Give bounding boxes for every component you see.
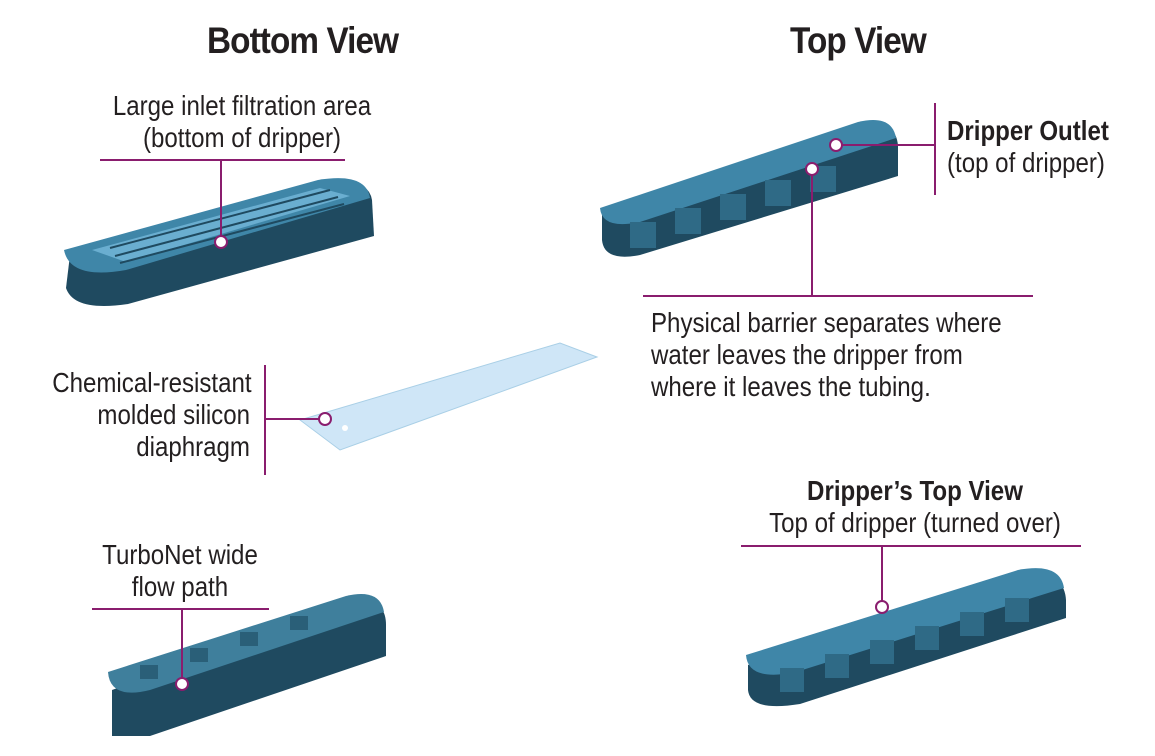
top-view-detail-underline — [741, 545, 1081, 547]
inlet-callout-line2: (bottom of dripper) — [142, 122, 342, 153]
barrier-callout: Physical barrier separates where water l… — [651, 307, 1002, 403]
flow-path-dripper — [108, 594, 386, 736]
outlet-vertical-bar — [934, 103, 936, 195]
silicon-diaphragm — [298, 342, 599, 451]
flow-path-callout: TurboNet wide flow path — [98, 539, 261, 603]
diaphragm-callout: Chemical-resistant molded silicon diaphr… — [52, 367, 252, 463]
outlet-callout-subtitle: (top of dripper) — [947, 147, 1105, 178]
flow-path-callout-line1: TurboNet wide — [102, 539, 258, 570]
bottom-view-heading: Bottom View — [207, 20, 399, 61]
diaphragm-vertical-bar — [264, 365, 266, 475]
diaphragm-leader — [265, 418, 320, 420]
inlet-underline — [100, 159, 345, 161]
flow-path-callout-line2: flow path — [131, 571, 229, 602]
inlet-marker — [214, 235, 228, 249]
inlet-callout: Large inlet filtration area (bottom of d… — [98, 90, 385, 154]
diaphragm-callout-line2: molded silicon — [97, 399, 250, 430]
inlet-leader — [220, 160, 222, 238]
top-view-heading: Top View — [790, 20, 927, 61]
diaphragm-callout-line3: diaphragm — [136, 431, 250, 462]
flow-path-marker — [175, 677, 189, 691]
inlet-callout-line1: Large inlet filtration area — [112, 90, 372, 121]
barrier-callout-line3: where it leaves the tubing. — [651, 371, 931, 402]
barrier-callout-line2: water leaves the dripper from — [651, 339, 963, 370]
outlet-callout-title: Dripper Outlet — [947, 115, 1109, 146]
flow-path-underline — [92, 608, 269, 610]
barrier-underline — [643, 295, 1033, 297]
top-view-detail-marker — [875, 600, 889, 614]
diaphragm-marker — [318, 412, 332, 426]
top-view-detail-callout: Dripper’s Top View Top of dripper (turne… — [760, 475, 1070, 539]
barrier-leader — [811, 175, 813, 297]
outlet-marker — [829, 138, 843, 152]
top-view-dripper — [600, 120, 898, 257]
barrier-callout-line1: Physical barrier separates where — [651, 307, 1002, 338]
diaphragm-callout-line1: Chemical-resistant — [52, 367, 252, 398]
turned-over-dripper — [746, 568, 1066, 707]
outlet-leader — [842, 144, 934, 146]
top-view-detail-title: Dripper’s Top View — [807, 475, 1023, 506]
outlet-callout: Dripper Outlet (top of dripper) — [947, 115, 1109, 179]
barrier-marker — [805, 162, 819, 176]
top-view-detail-leader — [881, 546, 883, 603]
flow-path-leader — [181, 609, 183, 679]
top-view-detail-subtitle: Top of dripper (turned over) — [769, 507, 1061, 538]
